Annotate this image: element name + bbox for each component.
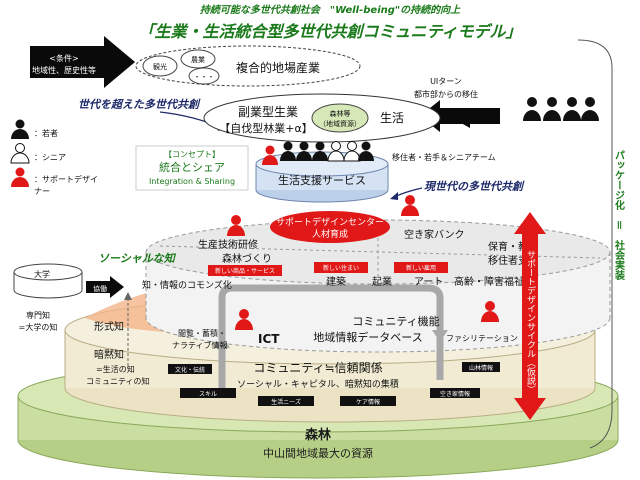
livelihood-forest-l2-text: （地域資源） xyxy=(319,119,361,128)
industry-bubble-kanko-text: 観光 xyxy=(153,62,167,71)
industry-bubble-etc-text: ・・・ xyxy=(194,73,215,81)
support-center-ellipse xyxy=(270,211,390,243)
team-label: 移住者・若手＆シニアチーム xyxy=(392,152,496,162)
forest-making-label: 森林づくり xyxy=(222,252,272,265)
bubble-etc xyxy=(188,67,220,85)
tag-new-employment xyxy=(394,262,448,273)
condition-label: <条件> xyxy=(49,53,78,63)
middle-tag-care-text: ケア情報 xyxy=(356,398,380,406)
team-figures xyxy=(262,141,374,165)
middle-tag-akiya-text: 空き家情報 xyxy=(440,390,470,398)
upper-disk-tag-dwelling-text: 新しい住まい xyxy=(323,264,359,272)
support-cycle-arrow xyxy=(514,212,546,420)
legend-designer: ：サポートデザイ ナー xyxy=(11,167,98,196)
middle-tag-skill-text: スキル xyxy=(199,391,217,398)
formal-knowledge-label: 形式知 xyxy=(94,320,124,333)
regional-db-label: 地域情報データベース xyxy=(313,330,422,344)
concept-tag: 【コンセプト】 xyxy=(164,150,220,159)
concept-box xyxy=(135,145,249,191)
forest-title: 森林 xyxy=(305,427,331,443)
legend-designer-l2-text: ナー xyxy=(34,187,50,196)
legend-senior-text: ：シニア xyxy=(34,153,66,162)
training-label: 生産技術研修 xyxy=(198,238,258,251)
condition-detail: 地域性、歴史性等 xyxy=(32,65,96,75)
tag-culture xyxy=(168,364,212,374)
current-generation-label: 現世代の多世代共創 xyxy=(424,180,525,193)
forest-subtitle: 中山間地域最大の資源 xyxy=(263,446,373,460)
middle-tag-forest-info-text: 山林情報 xyxy=(469,364,493,372)
header-title: 「生業・生活統合型多世代共創コミュニティモデル」 xyxy=(138,22,521,41)
university-cylinder xyxy=(13,263,83,299)
facilitation-label: ファシリテーション xyxy=(446,334,518,343)
migrant-group xyxy=(523,97,599,121)
ict-cycle-loop xyxy=(218,284,444,390)
life-arrow xyxy=(452,108,470,128)
support-center-line2: 人材育成 xyxy=(312,228,348,240)
side-bracket xyxy=(577,39,613,449)
designer-figures xyxy=(227,195,499,330)
tag-new-dwelling xyxy=(314,262,368,273)
condition-arrow xyxy=(30,36,135,88)
jikyu-label: 【自伐型林業+α】 xyxy=(219,121,312,135)
expert-knowledge-l2: =大学の知 xyxy=(19,322,58,332)
concept-english: Integration & Sharing xyxy=(149,177,235,186)
welfare-label: 高齢・障害福祉 xyxy=(454,275,524,288)
tacit-l2: コミュニティの知 xyxy=(86,376,150,386)
collab-arrow xyxy=(86,276,124,298)
legend-youth-text: ：若者 xyxy=(34,128,58,138)
concept-title: 統合とシェア xyxy=(159,160,225,174)
tag-forest-info xyxy=(462,362,500,372)
legend-youth: ：若者 xyxy=(11,119,58,139)
expert-knowledge-l1: 専門知 xyxy=(26,310,50,320)
beyond-generation-label: 世代を超えた多世代共創 xyxy=(78,98,201,111)
migration-line1: UIターン xyxy=(430,77,462,86)
bubble-kanko xyxy=(142,55,178,77)
life-service-label: 生活支援サービス xyxy=(278,173,366,187)
package-label: パッケージ化 ＝ 社会実装 xyxy=(613,150,626,281)
commons-label: 知・情報のコモンズ化 xyxy=(142,279,232,291)
tag-needs xyxy=(258,396,314,406)
tacit-l1: =生活の知 xyxy=(96,364,135,374)
support-center-line1: サポートデザインセンター xyxy=(276,216,384,228)
university-label: 大学 xyxy=(34,269,50,279)
community-function-label: コミュニティ機能 xyxy=(352,314,439,328)
life-label: 生活 xyxy=(380,111,404,125)
legend-senior: ：シニア xyxy=(10,143,66,164)
tag-skill xyxy=(180,388,236,398)
ict-label: ICT xyxy=(258,332,280,346)
industry-label: 複合的地場産業 xyxy=(236,60,320,75)
industry-bubble-nogyo-text: 農業 xyxy=(191,55,205,64)
livelihood-forest-l1-text: 森林等 xyxy=(330,109,351,118)
upper-disk-tag-business-text: 新しい商品・サービス xyxy=(215,267,275,275)
middle-tag-needs-text: 生活ニーズ xyxy=(271,398,301,406)
tag-new-business xyxy=(208,265,282,276)
support-cycle-label: サポートデザインサイクル（仮説） xyxy=(525,250,536,394)
life-support-cylinder xyxy=(255,151,389,203)
social-capital-label: ソーシャル・キャピタル、暗黙知の集積 xyxy=(237,378,399,390)
tag-care xyxy=(340,396,396,406)
collab-label: 協働 xyxy=(93,284,107,293)
bubble-nogyo xyxy=(180,49,216,69)
trust-label: コミュニティ≒信頼関係 xyxy=(253,361,382,375)
fukugyo-label: 副業型生業 xyxy=(238,105,298,119)
art-label: アート xyxy=(414,277,443,288)
legend-designer-l1-text: ：サポートデザイ xyxy=(34,174,98,184)
architecture-label: 建築 xyxy=(326,275,346,288)
forest-resource-bubble xyxy=(311,103,369,133)
migration-line2: 都市部からの移住 xyxy=(414,89,478,99)
akiya-label: 空き家バンク xyxy=(404,228,465,241)
narrative-l1: 閲覧・蓄積・ xyxy=(178,328,226,338)
tag-akiya xyxy=(430,388,480,398)
startup-label: 起業 xyxy=(372,275,392,288)
upper-disk-tag-employment-text: 新しい雇用 xyxy=(406,264,436,272)
social-knowledge-label: ソーシャルな知 xyxy=(98,252,177,265)
header-subtitle: 持続可能な多世代共創社会 "Well-being"の持続的向上 xyxy=(200,4,461,16)
middle-tag-culture-text: 文化・伝統 xyxy=(175,366,205,374)
tacit-knowledge-label: 暗黙知 xyxy=(94,348,124,361)
ict-cycle-arrow-up xyxy=(214,336,230,348)
narrative-l2: ナラティブ情報 xyxy=(172,340,228,350)
ict-cycle-arrow-down xyxy=(432,330,448,342)
